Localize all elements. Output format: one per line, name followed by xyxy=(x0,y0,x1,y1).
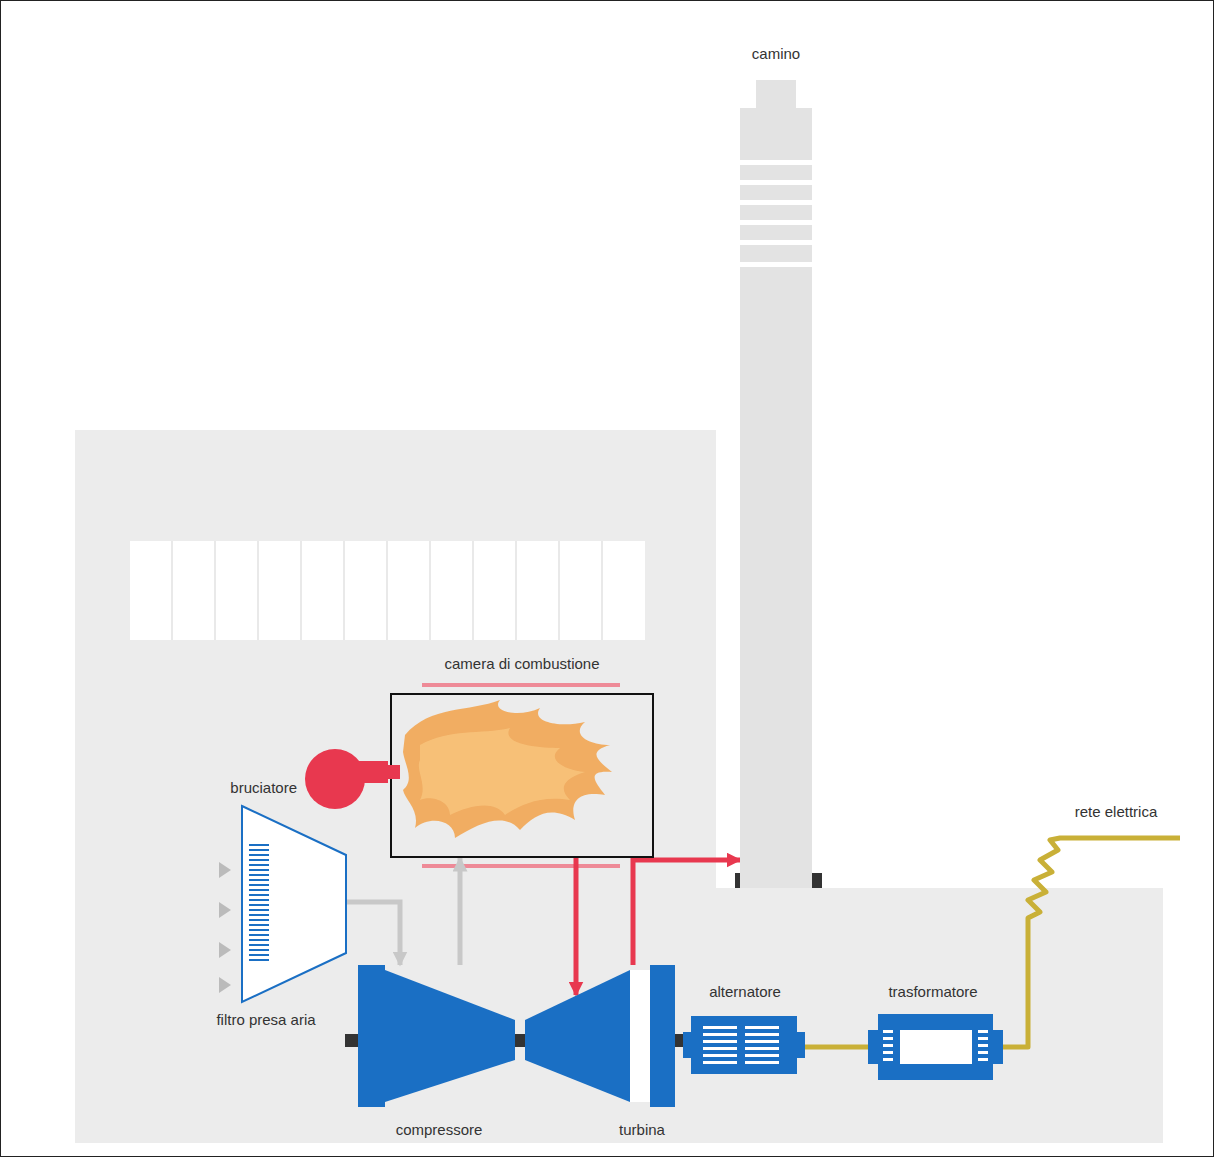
part-label: camino xyxy=(752,45,800,63)
part-label: camera di combustione xyxy=(444,655,599,673)
transformer-shape xyxy=(868,1012,1003,1082)
part-label: trasformatore xyxy=(888,983,977,1001)
chimney-shape xyxy=(740,80,812,888)
flow-connector xyxy=(458,858,463,965)
flow-connector xyxy=(347,902,400,965)
alternator: alternatore xyxy=(683,1012,805,1078)
part-label: rete elettrica xyxy=(1075,803,1158,821)
windows xyxy=(130,541,645,640)
chimney: camino xyxy=(740,80,812,888)
alternator-shape xyxy=(683,1012,805,1078)
burner-shape xyxy=(305,749,400,809)
air-intake-filter: filtro presa aria xyxy=(241,805,347,1003)
flame xyxy=(403,700,612,838)
flow-connector xyxy=(633,860,740,965)
flow-connector xyxy=(805,1044,868,1049)
transformer: trasformatore xyxy=(868,1012,1003,1082)
part-label: filtro presa aria xyxy=(216,1011,315,1029)
part-label: compressore xyxy=(396,1121,483,1139)
part-label: turbina xyxy=(619,1121,665,1139)
part-label: alternatore xyxy=(709,983,781,1001)
burner: bruciatore xyxy=(305,749,400,809)
compressor: compressore xyxy=(358,965,515,1107)
building xyxy=(75,430,716,1143)
compressor-shape xyxy=(358,965,515,1107)
part-label: bruciatore xyxy=(230,779,297,797)
turbine-shape xyxy=(525,965,675,1107)
power-line xyxy=(1003,838,1180,1047)
air-intake-filter-shape xyxy=(241,805,347,1003)
turbine: turbina xyxy=(525,965,675,1107)
building-wing xyxy=(716,888,1163,1143)
flow-connector xyxy=(574,858,579,995)
combustion-chamber: camera di combustione xyxy=(390,693,654,858)
